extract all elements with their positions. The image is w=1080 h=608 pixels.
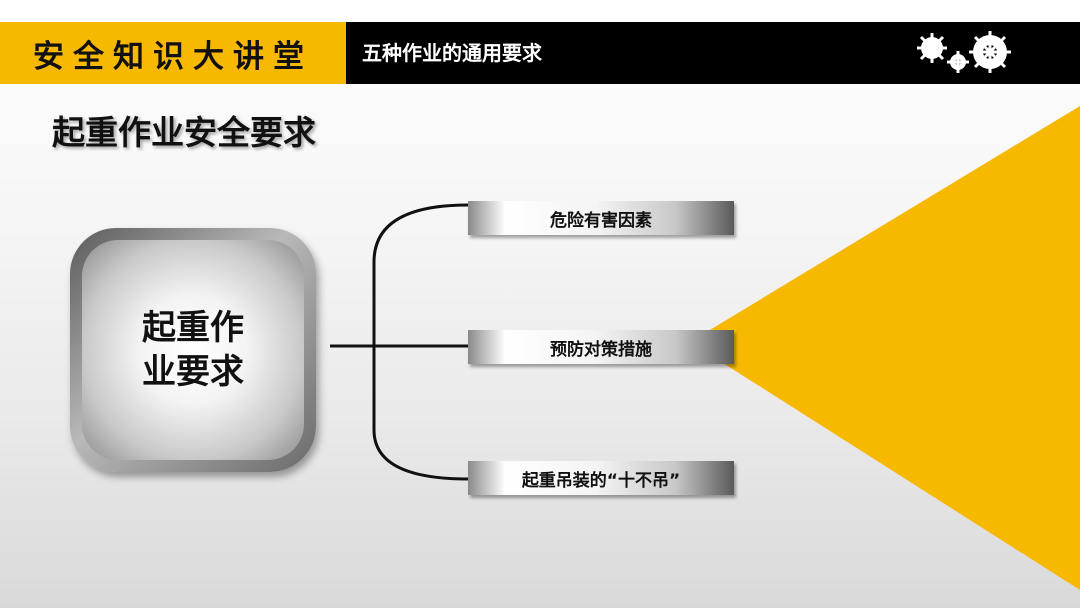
center-node-inner: 起重作业要求: [82, 240, 304, 460]
branch-item-hazards: 危险有害因素: [468, 201, 734, 235]
section-subtitle: 五种作业的通用要求: [362, 41, 542, 65]
page-title: 起重作业安全要求: [52, 113, 316, 152]
header-bar: 安全知识大讲堂 五种作业的通用要求: [0, 22, 1080, 84]
branch-item-prevention: 预防对策措施: [468, 330, 734, 364]
top-white-band: [0, 0, 1080, 22]
center-node: 起重作业要求: [70, 228, 316, 472]
brand-title: 安全知识大讲堂: [0, 22, 346, 84]
branch-item-ten-no-lift: 起重吊装的“十不吊”: [468, 461, 734, 495]
gears-icon: [917, 31, 1011, 73]
center-node-label: 起重作业要求: [142, 308, 244, 392]
